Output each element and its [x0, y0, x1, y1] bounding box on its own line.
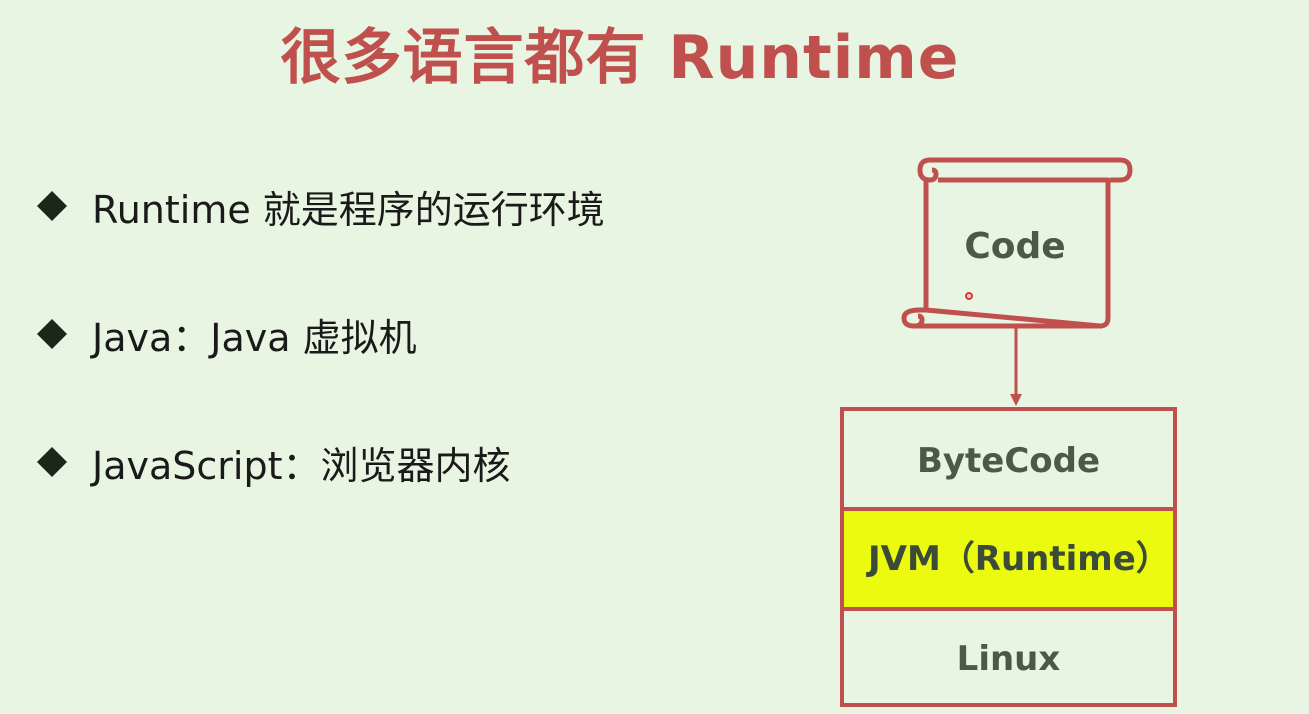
- diamond-bullet-icon: [36, 318, 68, 350]
- bullet-text: Runtime 就是程序的运行环境: [92, 187, 605, 232]
- bullet-item: JavaScript：浏览器内核: [36, 432, 605, 492]
- bullet-item: Java：Java 虚拟机: [36, 304, 605, 364]
- bullet-text: Java：Java 虚拟机: [92, 315, 417, 360]
- jvm-layer: JVM（Runtime）: [844, 511, 1173, 611]
- slide-title: 很多语言都有 Runtime: [280, 23, 960, 93]
- cursor-dot-icon: [965, 292, 973, 300]
- bullet-text: JavaScript：浏览器内核: [92, 443, 511, 488]
- bytecode-layer: ByteCode: [844, 411, 1173, 511]
- linux-layer: Linux: [956, 639, 1061, 679]
- diamond-bullet-icon: [36, 446, 68, 478]
- diamond-bullet-icon: [36, 190, 68, 222]
- runtime-stack: ByteCode JVM（Runtime） Linux: [840, 407, 1177, 707]
- bullet-list: Runtime 就是程序的运行环境 Java：Java 虚拟机 JavaScri…: [36, 176, 605, 560]
- scroll-icon: [901, 157, 1133, 406]
- bullet-item: Runtime 就是程序的运行环境: [36, 176, 605, 236]
- code-label: Code: [964, 226, 1066, 267]
